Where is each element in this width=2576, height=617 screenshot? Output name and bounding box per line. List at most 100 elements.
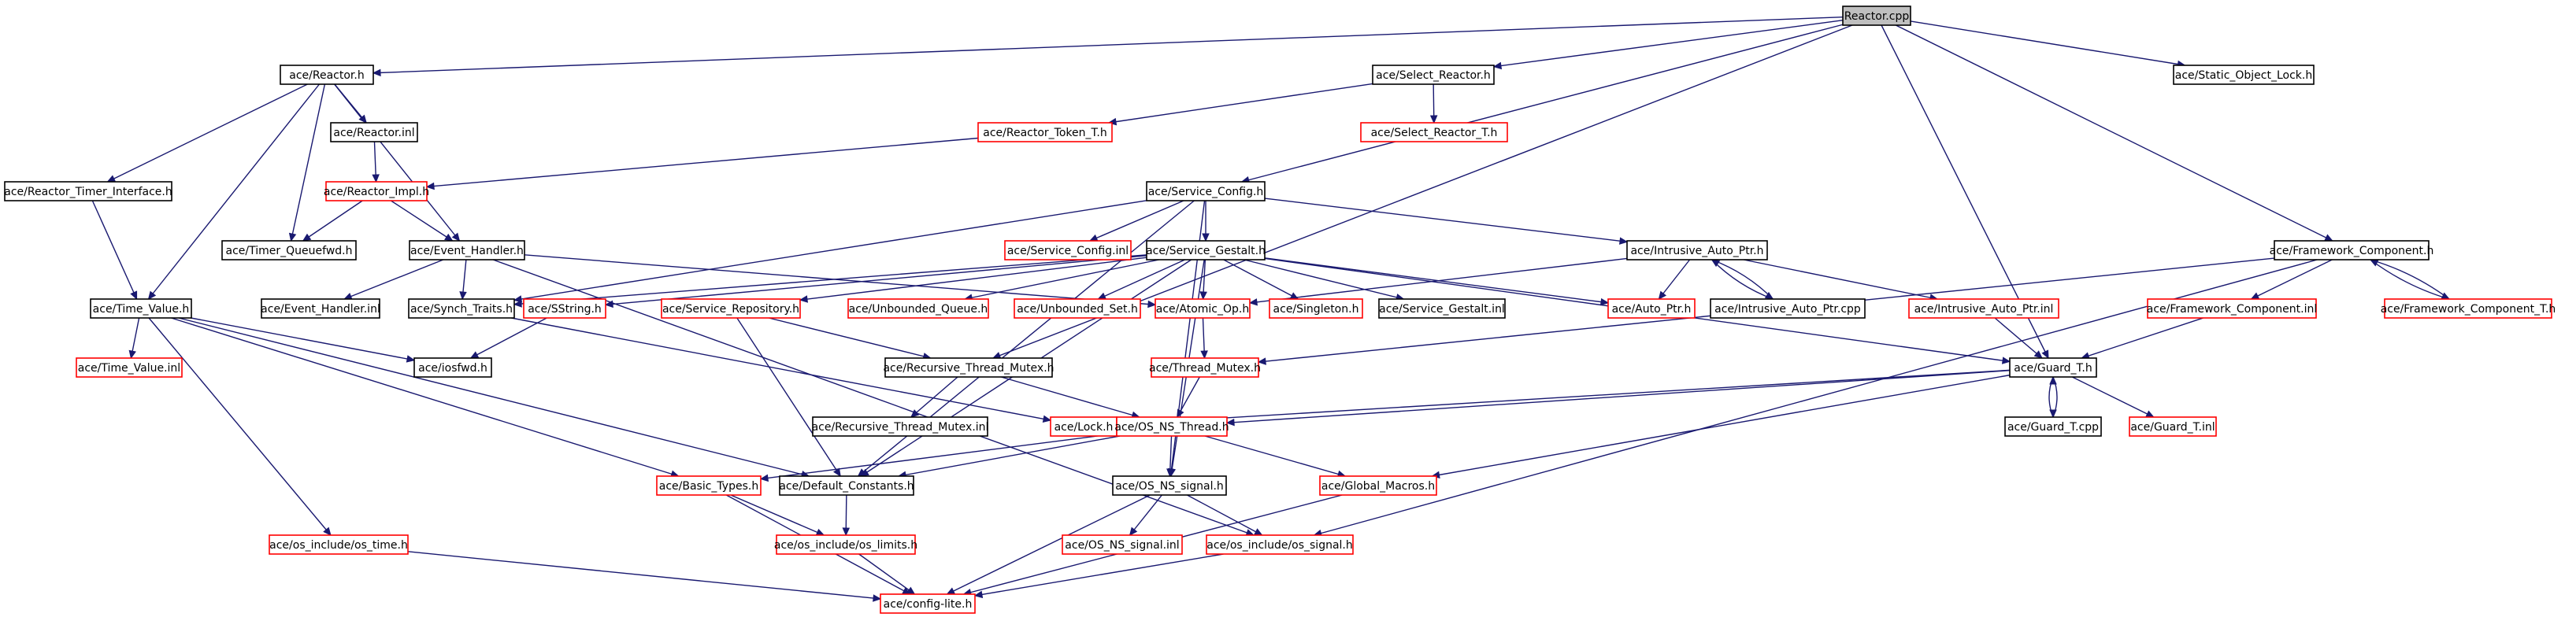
node-box-ace-unbounded-queue-h[interactable] [847, 298, 989, 319]
node-ace-guard-t-h[interactable]: ace/Guard_T.h [2009, 357, 2097, 378]
node-box-ace-reactor-token-t-h[interactable] [977, 122, 1113, 142]
node-ace-framework-component-h[interactable]: ace/Framework_Component.h [2270, 240, 2434, 260]
node-ace-os-ns-signal-h[interactable]: ace/OS_NS_signal.h [1112, 475, 1227, 496]
node-ace-time-value-inl[interactable]: ace/Time_Value.inl [76, 357, 183, 378]
node-box-ace-framework-component-inl[interactable] [2147, 298, 2317, 319]
node-box-ace-framework-component-h[interactable] [2274, 240, 2430, 260]
node-ace-timer-queuefwd-h[interactable]: ace/Timer_Queuefwd.h [221, 240, 357, 260]
node-box-ace-sstring-h[interactable] [523, 298, 606, 319]
node-reactor-cpp[interactable]: Reactor.cpp [1842, 6, 1911, 26]
node-ace-framework-component-t-h[interactable]: ace/Framework_Component_T.h [2381, 298, 2556, 319]
node-box-ace-select-reactor-h[interactable] [1372, 65, 1495, 85]
node-box-ace-iosfwd-h[interactable] [413, 357, 492, 378]
node-ace-intrusive-auto-ptr-cpp[interactable]: ace/Intrusive_Auto_Ptr.cpp [1710, 298, 1866, 319]
node-ace-event-handler-inl[interactable]: ace/Event_Handler.inl [261, 298, 380, 319]
node-box-ace-intrusive-auto-ptr-inl[interactable] [1908, 298, 2059, 319]
node-ace-service-config-inl[interactable]: ace/Service_Config.inl [1004, 240, 1132, 260]
node-box-ace-atomic-op-h[interactable] [1155, 298, 1251, 319]
node-box-ace-time-value-h[interactable] [90, 298, 192, 319]
node-box-ace-framework-component-t-h[interactable] [2384, 298, 2552, 319]
node-ace-intrusive-auto-ptr-h[interactable]: ace/Intrusive_Auto_Ptr.h [1626, 240, 1768, 260]
node-ace-global-macros-h[interactable]: ace/Global_Macros.h [1319, 475, 1437, 496]
node-box-reactor-cpp[interactable] [1842, 6, 1911, 26]
node-box-ace-reactor-inl[interactable] [330, 122, 418, 142]
node-box-ace-timer-queuefwd-h[interactable] [221, 240, 357, 260]
node-ace-guard-t-cpp[interactable]: ace/Guard_T.cpp [2004, 416, 2102, 437]
node-ace-thread-mutex-h[interactable]: ace/Thread_Mutex.h [1149, 357, 1261, 378]
node-ace-time-value-h[interactable]: ace/Time_Value.h [90, 298, 192, 319]
node-box-ace-reactor-impl-h[interactable] [325, 181, 428, 201]
node-ace-basic-types-h[interactable]: ace/Basic_Types.h [656, 475, 762, 496]
node-ace-service-gestalt-inl[interactable]: ace/Service_Gestalt.inl [1378, 298, 1506, 319]
node-box-ace-reactor-timer-interface-h[interactable] [4, 181, 172, 201]
node-ace-default-constants-h[interactable]: ace/Default_Constants.h [779, 475, 914, 496]
node-box-ace-singleton-h[interactable] [1269, 298, 1363, 319]
node-ace-iosfwd-h[interactable]: ace/iosfwd.h [413, 357, 492, 378]
node-box-ace-os-include-os-signal-h[interactable] [1206, 534, 1354, 555]
node-box-ace-intrusive-auto-ptr-h[interactable] [1626, 240, 1768, 260]
node-ace-config-lite-h[interactable]: ace/config-lite.h [880, 593, 976, 614]
node-box-ace-service-config-inl[interactable] [1004, 240, 1132, 260]
node-ace-intrusive-auto-ptr-inl[interactable]: ace/Intrusive_Auto_Ptr.inl [1908, 298, 2059, 319]
node-box-ace-os-ns-thread-h[interactable] [1116, 416, 1228, 437]
node-box-ace-guard-t-inl[interactable] [2129, 416, 2217, 437]
node-box-ace-os-ns-signal-inl[interactable] [1062, 534, 1183, 555]
node-ace-reactor-h[interactable]: ace/Reactor.h [280, 65, 374, 85]
node-box-ace-default-constants-h[interactable] [779, 475, 914, 496]
node-ace-reactor-impl-h[interactable]: ace/Reactor_Impl.h [324, 181, 429, 201]
node-box-ace-os-include-os-time-h[interactable] [269, 534, 409, 555]
node-box-ace-static-object-lock-h[interactable] [2173, 65, 2315, 85]
node-box-ace-lock-h[interactable] [1050, 416, 1118, 437]
node-box-ace-basic-types-h[interactable] [656, 475, 762, 496]
node-ace-recursive-thread-mutex-inl[interactable]: ace/Recursive_Thread_Mutex.inl [812, 416, 989, 437]
node-ace-unbounded-set-h[interactable]: ace/Unbounded_Set.h [1014, 298, 1141, 319]
node-ace-service-gestalt-h[interactable]: ace/Service_Gestalt.h [1146, 240, 1266, 260]
node-box-ace-service-repository-h[interactable] [661, 298, 801, 319]
node-box-ace-config-lite-h[interactable] [880, 593, 976, 614]
node-ace-os-include-os-limits-h[interactable]: ace/os_include/os_limits.h [774, 534, 917, 555]
node-ace-reactor-inl[interactable]: ace/Reactor.inl [330, 122, 418, 142]
node-box-ace-time-value-inl[interactable] [76, 357, 183, 378]
node-box-ace-os-include-os-limits-h[interactable] [776, 534, 916, 555]
node-ace-unbounded-queue-h[interactable]: ace/Unbounded_Queue.h [847, 298, 989, 319]
node-box-ace-select-reactor-t-h[interactable] [1360, 122, 1508, 142]
node-ace-os-ns-thread-h[interactable]: ace/OS_NS_Thread.h [1114, 416, 1229, 437]
node-ace-synch-traits-h[interactable]: ace/Synch_Traits.h [408, 298, 515, 319]
node-ace-recursive-thread-mutex-h[interactable]: ace/Recursive_Thread_Mutex.h [883, 357, 1054, 378]
node-box-ace-event-handler-h[interactable] [409, 240, 525, 260]
node-ace-atomic-op-h[interactable]: ace/Atomic_Op.h [1155, 298, 1251, 319]
node-ace-select-reactor-h[interactable]: ace/Select_Reactor.h [1372, 65, 1495, 85]
node-ace-select-reactor-t-h[interactable]: ace/Select_Reactor_T.h [1360, 122, 1508, 142]
node-ace-sstring-h[interactable]: ace/SString.h [523, 298, 606, 319]
node-box-ace-os-ns-signal-h[interactable] [1112, 475, 1227, 496]
node-box-ace-intrusive-auto-ptr-cpp[interactable] [1710, 298, 1866, 319]
node-ace-reactor-timer-interface-h[interactable]: ace/Reactor_Timer_Interface.h [4, 181, 172, 201]
node-box-ace-recursive-thread-mutex-h[interactable] [884, 357, 1053, 378]
node-box-ace-global-macros-h[interactable] [1319, 475, 1437, 496]
node-ace-auto-ptr-h[interactable]: ace/Auto_Ptr.h [1607, 298, 1696, 319]
node-ace-singleton-h[interactable]: ace/Singleton.h [1269, 298, 1363, 319]
node-ace-service-config-h[interactable]: ace/Service_Config.h [1146, 181, 1266, 201]
node-box-ace-recursive-thread-mutex-inl[interactable] [812, 416, 988, 437]
node-ace-os-include-os-signal-h[interactable]: ace/os_include/os_signal.h [1206, 534, 1354, 555]
node-box-ace-thread-mutex-h[interactable] [1151, 357, 1259, 378]
node-ace-service-repository-h[interactable]: ace/Service_Repository.h [661, 298, 801, 319]
node-ace-reactor-token-t-h[interactable]: ace/Reactor_Token_T.h [977, 122, 1113, 142]
node-box-ace-service-gestalt-h[interactable] [1146, 240, 1266, 260]
node-box-ace-synch-traits-h[interactable] [408, 298, 515, 319]
node-ace-framework-component-inl[interactable]: ace/Framework_Component.inl [2147, 298, 2318, 319]
node-ace-guard-t-inl[interactable]: ace/Guard_T.inl [2129, 416, 2217, 437]
node-ace-event-handler-h[interactable]: ace/Event_Handler.h [409, 240, 525, 260]
node-box-ace-service-gestalt-inl[interactable] [1378, 298, 1506, 319]
node-ace-os-ns-signal-inl[interactable]: ace/OS_NS_signal.inl [1062, 534, 1183, 555]
node-box-ace-guard-t-cpp[interactable] [2004, 416, 2102, 437]
node-ace-os-include-os-time-h[interactable]: ace/os_include/os_time.h [269, 534, 409, 555]
node-ace-lock-h[interactable]: ace/Lock.h [1050, 416, 1118, 437]
node-box-ace-event-handler-inl[interactable] [261, 298, 380, 319]
node-box-ace-service-config-h[interactable] [1146, 181, 1266, 201]
node-box-ace-guard-t-h[interactable] [2009, 357, 2097, 378]
node-box-ace-auto-ptr-h[interactable] [1607, 298, 1696, 319]
node-box-ace-reactor-h[interactable] [280, 65, 374, 85]
node-ace-static-object-lock-h[interactable]: ace/Static_Object_Lock.h [2173, 65, 2315, 85]
node-box-ace-unbounded-set-h[interactable] [1014, 298, 1141, 319]
